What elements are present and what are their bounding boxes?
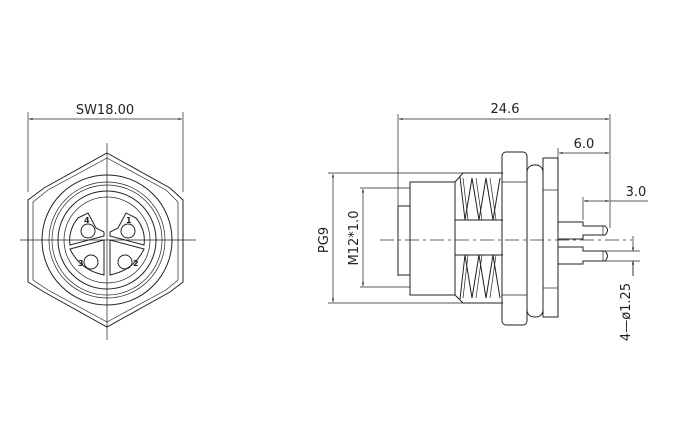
panel-nut bbox=[501, 151, 528, 326]
pin-label-4: 4 bbox=[84, 216, 90, 225]
side-view: 24.6 6.0 3.0 PG9 M12*1.0 bbox=[317, 102, 648, 341]
thread-dimension-label: M12*1.0 bbox=[347, 211, 362, 266]
pin-label-1: 1 bbox=[126, 216, 132, 225]
pin-insert: 1 2 3 4 bbox=[69, 212, 145, 276]
pin-label-3: 3 bbox=[78, 259, 84, 268]
pins bbox=[558, 221, 608, 265]
front-view: SW18.00 1 2 3 4 bbox=[20, 103, 196, 340]
flange-plate bbox=[542, 157, 559, 318]
length-dimension-label: 24.6 bbox=[491, 102, 520, 117]
thread bbox=[454, 172, 503, 304]
pin-hole-3 bbox=[83, 254, 99, 270]
pin-hole-2 bbox=[117, 254, 133, 270]
pin-length-dimension-label: 6.0 bbox=[574, 137, 595, 152]
pin-diameter-dimension-label: 4—ø1.25 bbox=[619, 283, 634, 341]
o-ring bbox=[526, 164, 544, 318]
pin-hole-1 bbox=[120, 223, 136, 239]
sw-dimension-label: SW18.00 bbox=[76, 103, 134, 118]
pin-hole-4 bbox=[80, 223, 96, 239]
pin-tip-dimension-label: 3.0 bbox=[626, 185, 647, 200]
pg-dimension-label: PG9 bbox=[317, 227, 332, 253]
body-cylinder bbox=[409, 181, 456, 296]
front-face bbox=[397, 205, 411, 276]
pin-label-2: 2 bbox=[133, 259, 139, 268]
